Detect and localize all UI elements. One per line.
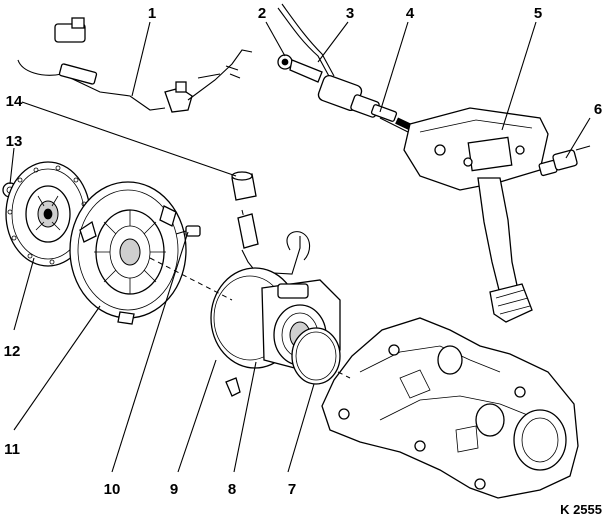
part-pedal-switch (538, 145, 591, 177)
callout-13: 13 (6, 133, 23, 150)
callout-7: 7 (288, 481, 296, 498)
assembly-axis (149, 209, 351, 379)
callout-14: 14 (6, 93, 23, 110)
callout-12: 12 (4, 343, 21, 360)
part-bolt (175, 225, 201, 237)
drawing-code: K 2555 (560, 502, 602, 517)
callout-5: 5 (534, 5, 542, 22)
callout-10: 10 (104, 481, 121, 498)
part-master-cylinder (277, 3, 417, 135)
callout-11: 11 (4, 441, 20, 458)
callout-4: 4 (406, 5, 415, 22)
leader-lines (9, 21, 591, 473)
callout-labels: 1 2 3 4 5 6 7 8 9 10 11 12 13 14 K 2555 (4, 5, 603, 517)
callout-1: 1 (148, 5, 156, 22)
callout-3: 3 (346, 5, 354, 22)
callout-6: 6 (594, 101, 602, 118)
callout-9: 9 (170, 481, 178, 498)
part-clutch-disc (5, 161, 91, 267)
part-hydraulic-line (15, 17, 253, 113)
part-bleed-cap (231, 171, 257, 201)
part-pressure-plate (69, 181, 187, 325)
callout-2: 2 (258, 5, 266, 22)
callout-8: 8 (228, 481, 236, 498)
part-clutch-pedal (403, 107, 549, 323)
part-transmission-housing (321, 317, 579, 499)
part-seal-ring (291, 327, 341, 385)
